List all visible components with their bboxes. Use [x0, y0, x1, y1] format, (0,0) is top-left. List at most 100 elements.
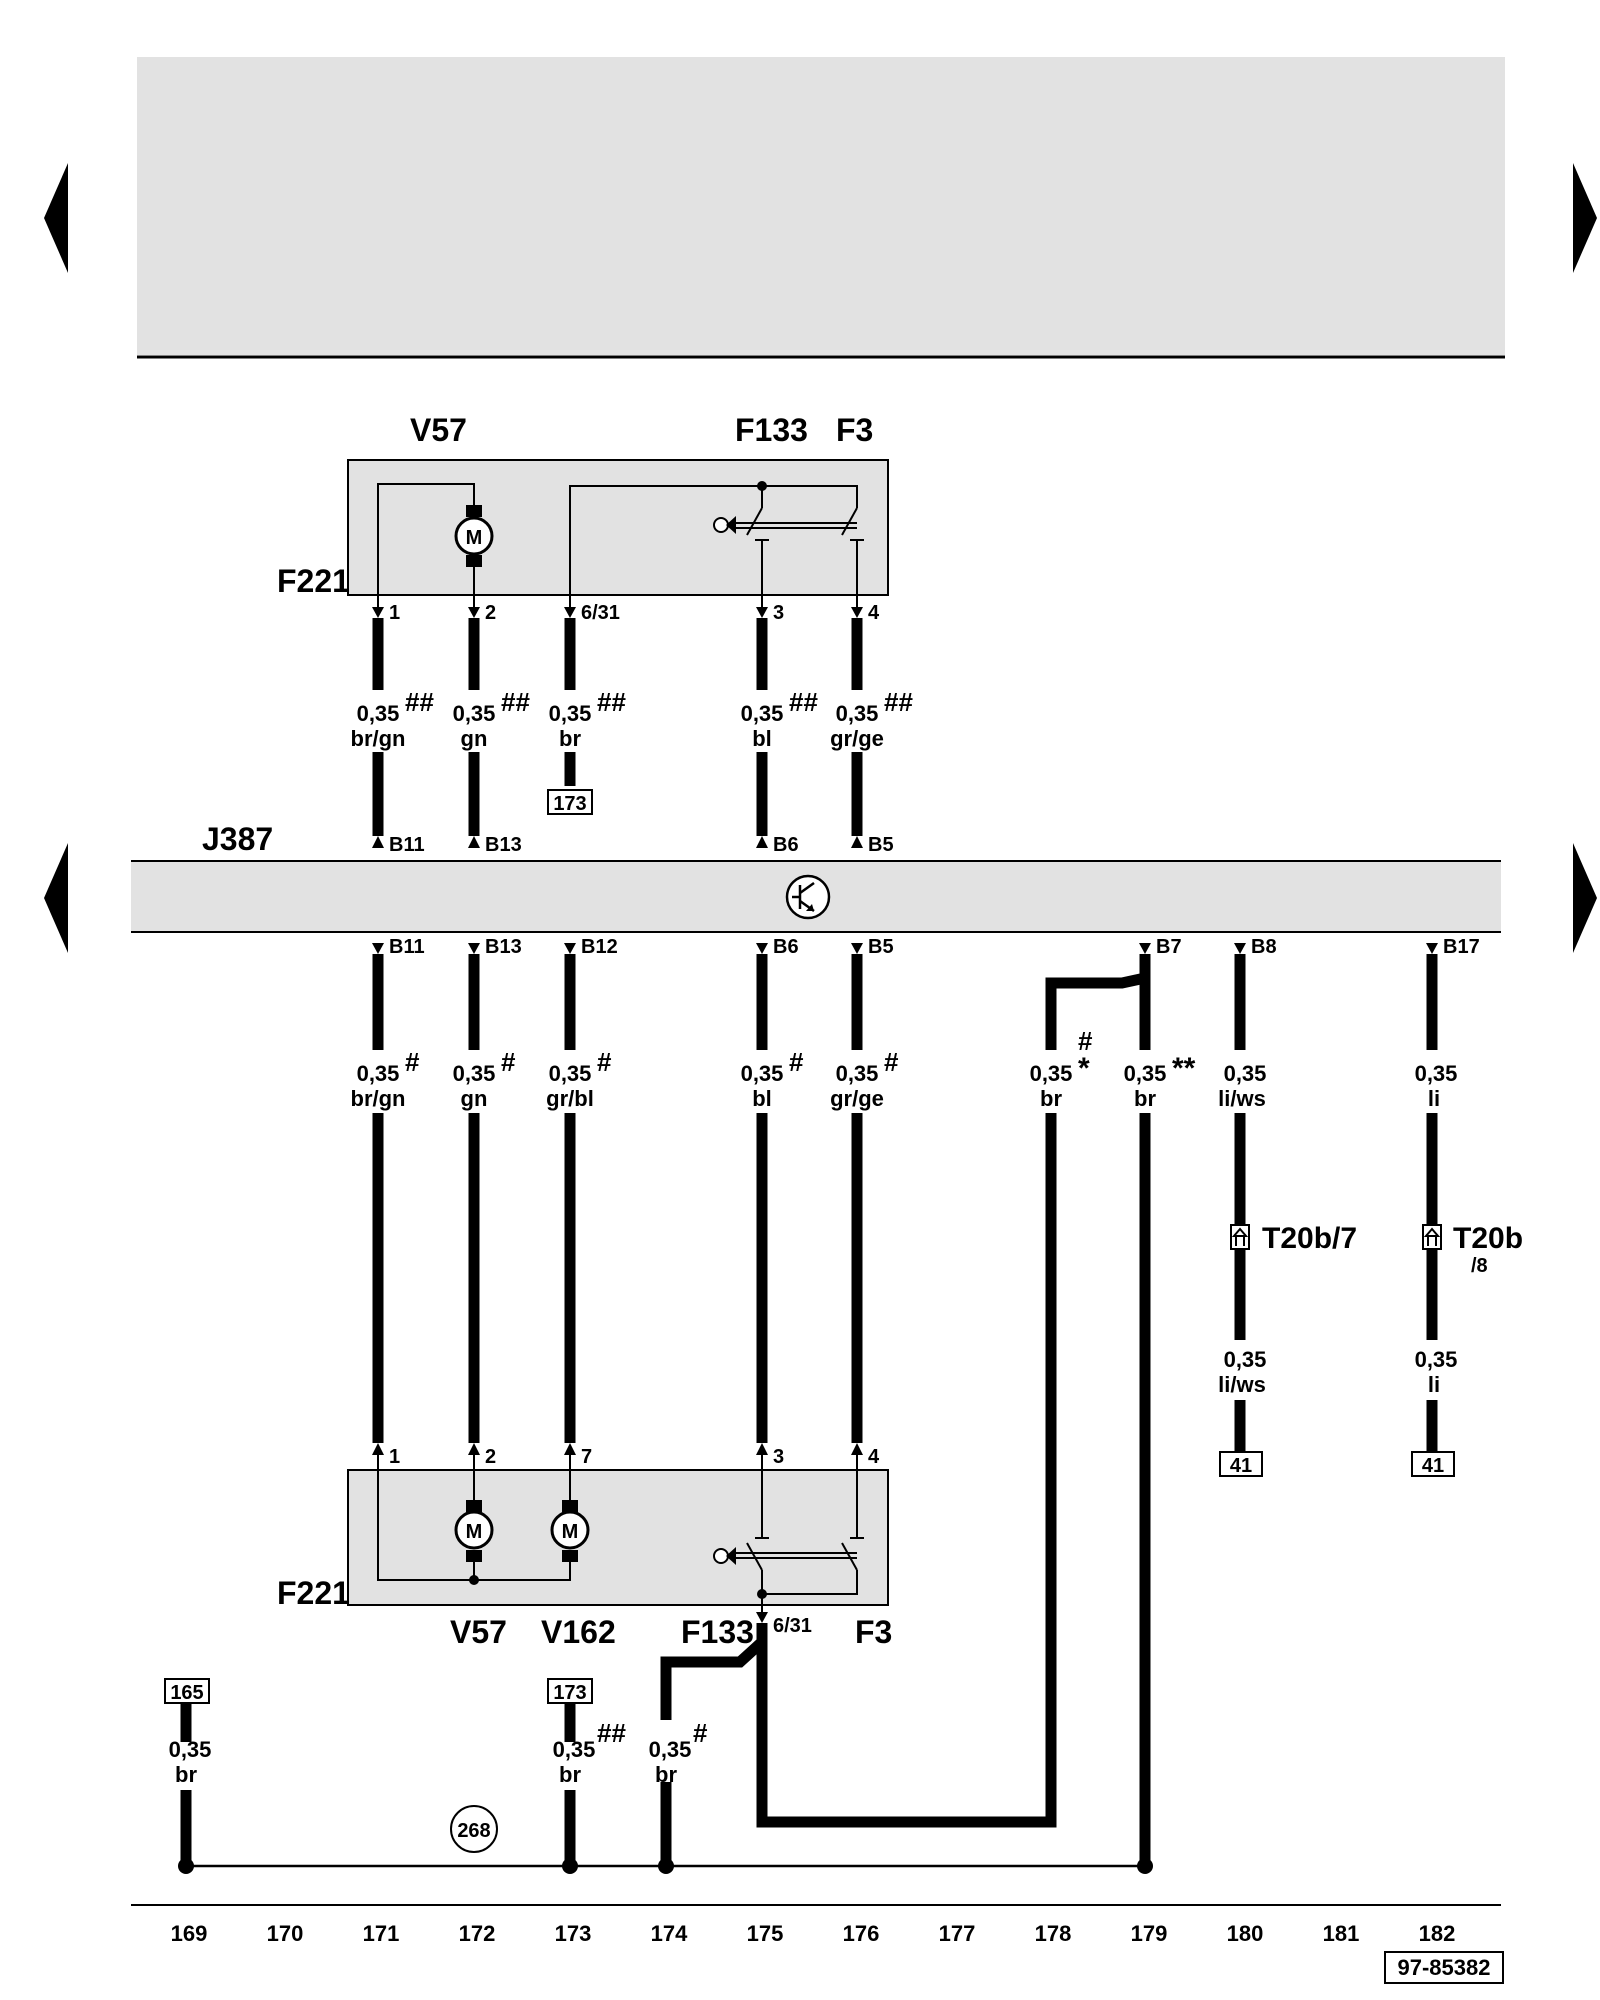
wire-top-2-color: gn	[461, 726, 488, 751]
wire-mid-4-gauge: 0,35	[741, 1061, 784, 1086]
wire-top-5-color: gr/ge	[830, 726, 884, 751]
wire-mid-4-mark: #	[789, 1047, 804, 1077]
wire-mid-7-color: br	[1134, 1086, 1156, 1111]
top-box-internal-wiring	[377, 483, 864, 607]
wire-ground-1-gauge: 0,35	[169, 1737, 212, 1762]
label-f133-bottom: F133	[681, 1614, 754, 1650]
bottom-component-box	[347, 1469, 889, 1606]
wire-mid-8-color: li/ws	[1218, 1086, 1266, 1111]
section-prev-arrow-icon[interactable]	[44, 843, 68, 953]
label-f221-bottom: F221	[277, 1575, 350, 1611]
label-f3-bottom: F3	[855, 1614, 892, 1650]
mid-wire-bundle	[372, 954, 1438, 1443]
pin-bottom-7: 7	[581, 1446, 592, 1468]
pin-top-2: 2	[485, 602, 496, 624]
wire-mid-6-mark: #	[1078, 1026, 1093, 1056]
pin-j387-bottom-b17: B17	[1443, 936, 1480, 958]
j387-bottom-pin-arrows	[372, 943, 1438, 954]
wire-mid-9-gauge: 0,35	[1415, 1061, 1458, 1086]
pin-j387-bottom-b5: B5	[868, 936, 894, 958]
svg-text:165: 165	[170, 1682, 203, 1704]
label-f133-top: F133	[735, 412, 808, 448]
j387-top-pin-arrows	[372, 836, 863, 848]
column-number: 171	[363, 1921, 400, 1946]
pin-top-4: 4	[868, 602, 880, 624]
svg-text:M: M	[466, 1521, 483, 1543]
wire-top-1-gauge: 0,35	[357, 701, 400, 726]
wire-ground-3-color: br	[655, 1762, 677, 1787]
column-number: 169	[171, 1921, 208, 1946]
wire-mid-8-gauge: 0,35	[1224, 1061, 1267, 1086]
svg-text:M: M	[562, 1521, 579, 1543]
svg-text:41: 41	[1422, 1455, 1444, 1477]
wire-mid-2-mark: #	[501, 1047, 516, 1077]
wire-mid-6-color: br	[1040, 1086, 1062, 1111]
label-j387: J387	[202, 821, 273, 857]
column-number: 173	[555, 1921, 592, 1946]
bottom-box-entry-arrows	[372, 1443, 863, 1455]
pin-bottom-2: 2	[485, 1446, 496, 1468]
lower-right-wires	[1234, 1249, 1438, 1452]
pin-j387-top-b13: B13	[485, 834, 522, 856]
section-next-arrow-icon[interactable]	[1573, 843, 1597, 953]
column-number: 176	[843, 1921, 880, 1946]
bottom-switch-junction-dot	[757, 1589, 767, 1599]
page-prev-arrow-icon[interactable]	[44, 163, 68, 273]
wire-mid-6-mark2: *	[1078, 1052, 1090, 1085]
wire-mid-2-gauge: 0,35	[453, 1061, 496, 1086]
wire-ground-3-gauge: 0,35	[649, 1737, 692, 1762]
transistor-icon	[785, 874, 831, 920]
ground-point-268[interactable]: 268	[450, 1805, 498, 1853]
top-pin-arrows	[372, 607, 863, 618]
wire-top-5-mark: ##	[884, 687, 913, 717]
label-f221-top: F221	[277, 563, 350, 599]
wire-mid-7-mark: **	[1172, 1052, 1196, 1085]
header-panel	[137, 57, 1505, 355]
ref-box-165[interactable]: 165	[164, 1678, 210, 1704]
label-v162: V162	[541, 1614, 616, 1650]
pin-j387-bottom-b13: B13	[485, 936, 522, 958]
wire-mid-1-mark: #	[405, 1047, 420, 1077]
svg-text:173: 173	[553, 793, 586, 815]
svg-text:173: 173	[553, 1682, 586, 1704]
pin-top-1: 1	[389, 602, 400, 624]
connector-t20b8-icon	[1422, 1224, 1442, 1250]
ref-box-173-top[interactable]: 173	[547, 789, 593, 815]
wire-lower-2-color: li	[1428, 1372, 1440, 1397]
wire-top-3-gauge: 0,35	[549, 701, 592, 726]
wire-lower-1-gauge: 0,35	[1224, 1347, 1267, 1372]
pin-j387-bottom-b12: B12	[581, 936, 618, 958]
motor-icon-top: M	[454, 505, 494, 567]
motor-icon-v57-bottom: M	[454, 1500, 494, 1562]
pin-top-6-31: 6/31	[581, 602, 620, 624]
ref-box-173-bottom[interactable]: 173	[547, 1678, 593, 1704]
ref-box-41-right[interactable]: 41	[1411, 1451, 1455, 1477]
wire-mid-6-gauge: 0,35	[1030, 1061, 1073, 1086]
pin-bottom-6-31-arrow	[756, 1612, 768, 1623]
column-number: 179	[1131, 1921, 1168, 1946]
wire-mid-3-gauge: 0,35	[549, 1061, 592, 1086]
bottom-switch-actuator	[713, 1547, 736, 1565]
pin-top-3: 3	[773, 602, 784, 624]
column-number: 182	[1419, 1921, 1456, 1946]
label-t20b7: T20b/7	[1262, 1222, 1357, 1255]
pin-j387-bottom-b7: B7	[1156, 936, 1182, 958]
wire-top-4-gauge: 0,35	[741, 701, 784, 726]
ref-box-41-left[interactable]: 41	[1219, 1451, 1263, 1477]
svg-text:41: 41	[1230, 1455, 1252, 1477]
wire-ground-3-mark: #	[693, 1718, 708, 1748]
top-switch-actuator	[713, 516, 736, 534]
wire-mid-5-color: gr/ge	[830, 1086, 884, 1111]
diagram-id-box: 97-85382	[1384, 1951, 1504, 1984]
wire-top-2-gauge: 0,35	[453, 701, 496, 726]
label-v57-top: V57	[410, 412, 467, 448]
column-number-row: 169 170 171 172 173 174 175 176 177 178 …	[171, 1921, 1456, 1946]
page-next-arrow-icon[interactable]	[1573, 163, 1597, 273]
wire-mid-3-mark: #	[597, 1047, 612, 1077]
motor-icon-v162-bottom: M	[550, 1500, 590, 1562]
wire-ground-1-color: br	[175, 1762, 197, 1787]
column-number: 177	[939, 1921, 976, 1946]
wire-mid-1-color: br/gn	[351, 1086, 406, 1111]
wire-ground-2-gauge: 0,35	[553, 1737, 596, 1762]
